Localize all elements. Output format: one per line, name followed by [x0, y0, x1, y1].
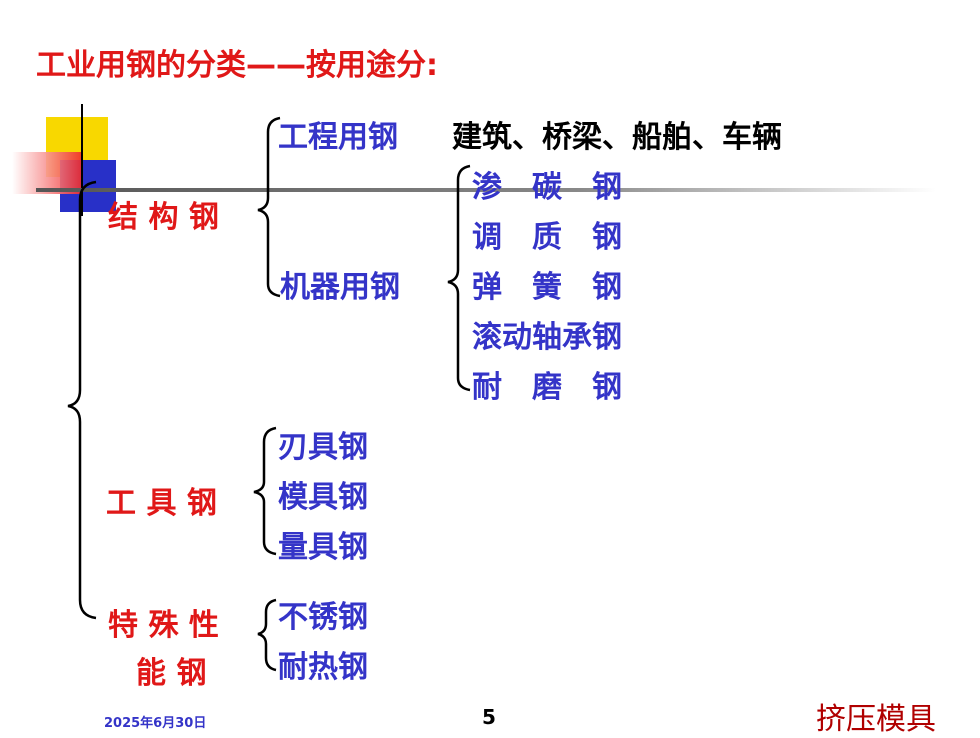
deco-horizontal-line — [36, 188, 936, 192]
engineering-steel: 工程用钢 — [278, 120, 398, 155]
tool-type-item: 刃具钢 — [278, 430, 368, 465]
special-type-item: 不锈钢 — [278, 600, 368, 635]
machine-type-item: 滚动轴承钢 — [472, 320, 622, 355]
category-special-line2: 能 钢 — [136, 656, 207, 691]
page-number: 5 — [482, 705, 496, 729]
tool-type-item: 量具钢 — [278, 530, 368, 565]
machine-type-item: 弹 簧 钢 — [472, 270, 622, 305]
machine-type-item: 耐 磨 钢 — [472, 370, 622, 405]
footer-label: 挤压模具 — [816, 702, 936, 737]
slide-title: 工业用钢的分类——按用途分: — [36, 48, 438, 83]
tool-brace — [253, 426, 277, 556]
engineering-uses: 建筑、桥梁、船舶、车辆 — [452, 120, 782, 155]
category-special-line1: 特 殊 性 — [108, 608, 219, 643]
footer-date: 2025年6月30日 — [104, 716, 207, 731]
machine-steel: 机器用钢 — [280, 270, 400, 305]
main-brace — [67, 180, 97, 620]
deco-red-square — [12, 152, 82, 194]
machine-type-item: 渗 碳 钢 — [472, 170, 622, 205]
structural-brace — [257, 116, 281, 298]
special-type-item: 耐热钢 — [278, 650, 368, 685]
category-structural: 结 构 钢 — [108, 200, 219, 235]
tool-type-item: 模具钢 — [278, 480, 368, 515]
machine-type-item: 调 质 钢 — [472, 220, 622, 255]
category-tool: 工 具 钢 — [106, 486, 217, 521]
special-brace — [257, 598, 277, 672]
machine-brace — [447, 164, 471, 392]
